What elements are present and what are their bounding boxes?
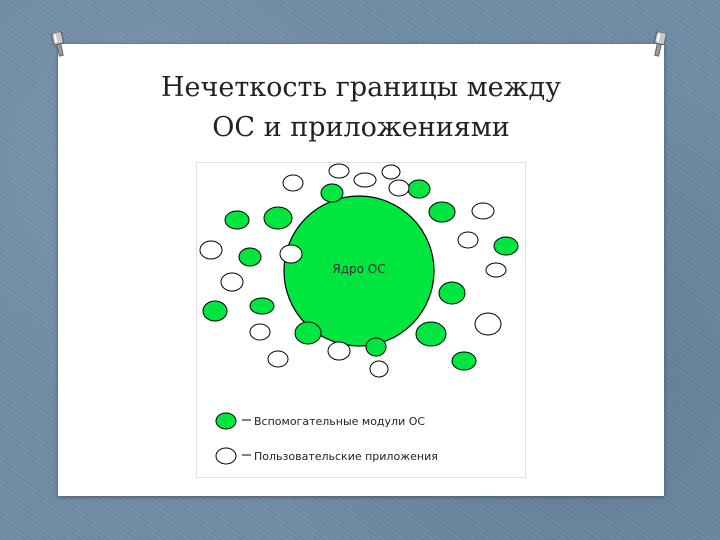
legend-app-swatch xyxy=(215,447,237,465)
os-module xyxy=(438,281,466,305)
kernel-diagram-svg: Ядро ОС Вспомогате xyxy=(199,163,519,465)
os-module xyxy=(415,321,447,347)
os-module xyxy=(365,337,387,357)
user-app xyxy=(388,179,410,197)
user-app xyxy=(282,174,304,192)
os-module xyxy=(451,351,477,371)
slide-title-line-1: Нечеткость границы между xyxy=(160,72,562,103)
slide-title: Нечеткость границы между ОС и приложения… xyxy=(58,68,664,148)
user-app xyxy=(327,341,351,361)
user-app xyxy=(328,163,350,179)
pushpin-icon xyxy=(51,31,64,57)
user-app xyxy=(267,350,289,368)
legend-module-swatch xyxy=(215,412,237,430)
user-app xyxy=(353,172,377,188)
slide-title-line-2: ОС и приложениями xyxy=(212,112,510,143)
os-module xyxy=(320,183,344,203)
user-app xyxy=(199,240,223,260)
os-module xyxy=(493,236,519,256)
os-module xyxy=(202,300,228,322)
os-module xyxy=(263,206,293,230)
os-module xyxy=(224,210,250,230)
os-module xyxy=(249,297,275,315)
os-kernel xyxy=(283,195,435,347)
user-app xyxy=(381,164,401,180)
legend-modules-label: Вспомогательные модули ОС xyxy=(254,415,425,428)
os-module xyxy=(294,321,322,345)
os-module xyxy=(428,201,456,223)
os-kernel-label: Ядро ОС xyxy=(332,262,385,276)
user-app xyxy=(474,312,502,336)
user-app xyxy=(279,244,303,264)
user-app xyxy=(369,360,389,378)
user-app xyxy=(471,202,495,220)
os-module xyxy=(238,247,262,267)
user-app xyxy=(220,272,244,292)
pushpin-icon xyxy=(654,31,667,57)
os-module xyxy=(407,179,431,199)
user-app xyxy=(457,231,479,249)
kernel-diagram: Ядро ОС Вспомогате xyxy=(196,162,526,478)
legend-apps-label: Пользовательские приложения xyxy=(254,450,438,463)
user-app xyxy=(485,262,507,278)
user-app xyxy=(249,323,271,341)
